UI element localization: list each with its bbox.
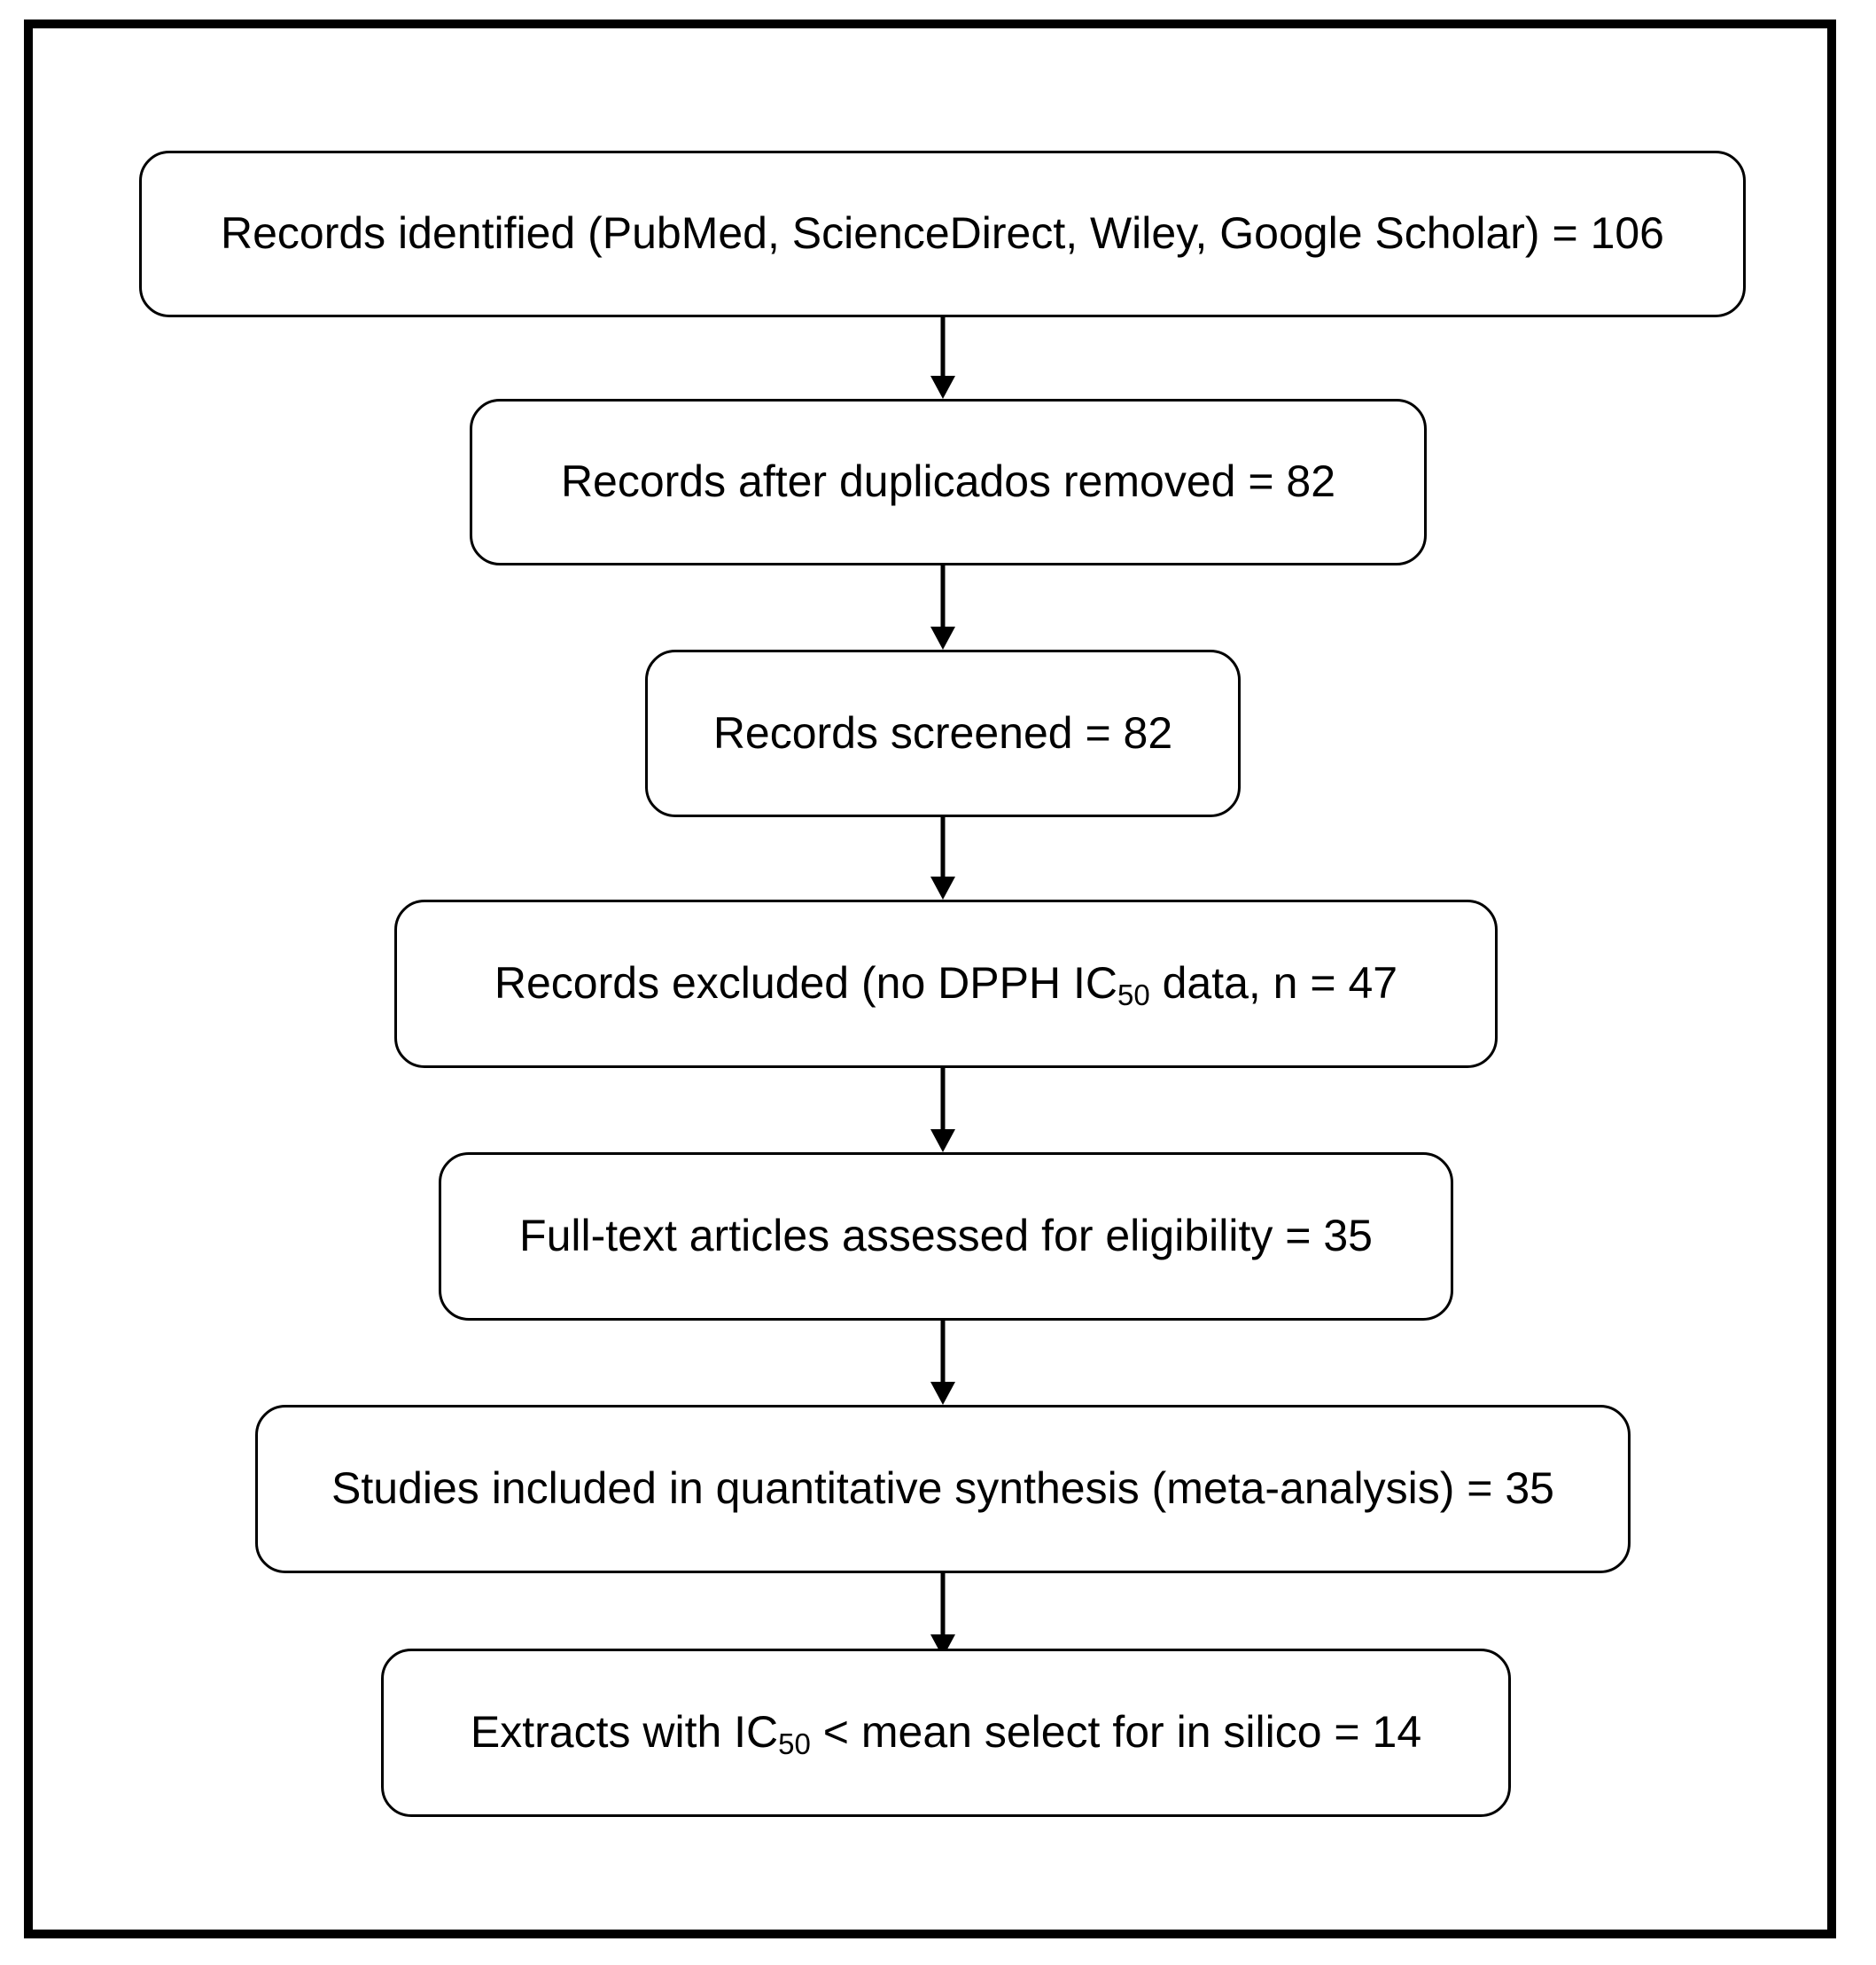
extracts-text-after: < mean select for in silico = 14: [810, 1707, 1422, 1758]
flow-node-records-screened[interactable]: Records screened = 82: [645, 650, 1241, 817]
connector-arrow-5: [925, 1321, 961, 1405]
flow-node-records-identified[interactable]: Records identified (PubMed, ScienceDirec…: [139, 151, 1746, 317]
flow-node-records-screened-label: Records screened = 82: [712, 707, 1173, 758]
connector-arrow-3: [925, 817, 961, 900]
connector-arrow-6: [925, 1573, 961, 1657]
flow-node-records-after-duplicates-label: Records after duplicados removed = 82: [560, 456, 1336, 507]
connector-arrow-1: [925, 317, 961, 399]
flow-node-full-text-assessed[interactable]: Full-text articles assessed for eligibil…: [439, 1152, 1453, 1321]
outer-frame-border: Records identified (PubMed, ScienceDirec…: [24, 19, 1836, 1938]
records-excluded-text-before: Records excluded (no DPPH IC: [494, 958, 1117, 1009]
flow-node-studies-included-label: Studies included in quantitative synthes…: [331, 1463, 1554, 1514]
flow-node-records-identified-label: Records identified (PubMed, ScienceDirec…: [220, 208, 1664, 259]
records-excluded-subscript: 50: [1117, 979, 1150, 1012]
records-excluded-text-after: data, n = 47: [1149, 958, 1398, 1009]
flow-node-records-after-duplicates[interactable]: Records after duplicados removed = 82: [470, 399, 1427, 565]
extracts-text-before: Extracts with IC: [470, 1707, 779, 1758]
flow-node-extracts-in-silico[interactable]: Extracts with IC50 < mean select for in …: [381, 1649, 1511, 1817]
flow-node-extracts-in-silico-label: Extracts with IC50 < mean select for in …: [471, 1707, 1421, 1758]
connector-arrow-2: [925, 565, 961, 650]
flow-node-full-text-assessed-label: Full-text articles assessed for eligibil…: [519, 1211, 1373, 1261]
connector-arrow-4: [925, 1068, 961, 1152]
extracts-subscript: 50: [778, 1727, 811, 1761]
flow-node-records-excluded-label: Records excluded (no DPPH IC50 data, n =…: [494, 958, 1397, 1010]
flow-node-studies-included[interactable]: Studies included in quantitative synthes…: [255, 1405, 1631, 1573]
flow-node-records-excluded[interactable]: Records excluded (no DPPH IC50 data, n =…: [394, 900, 1498, 1068]
